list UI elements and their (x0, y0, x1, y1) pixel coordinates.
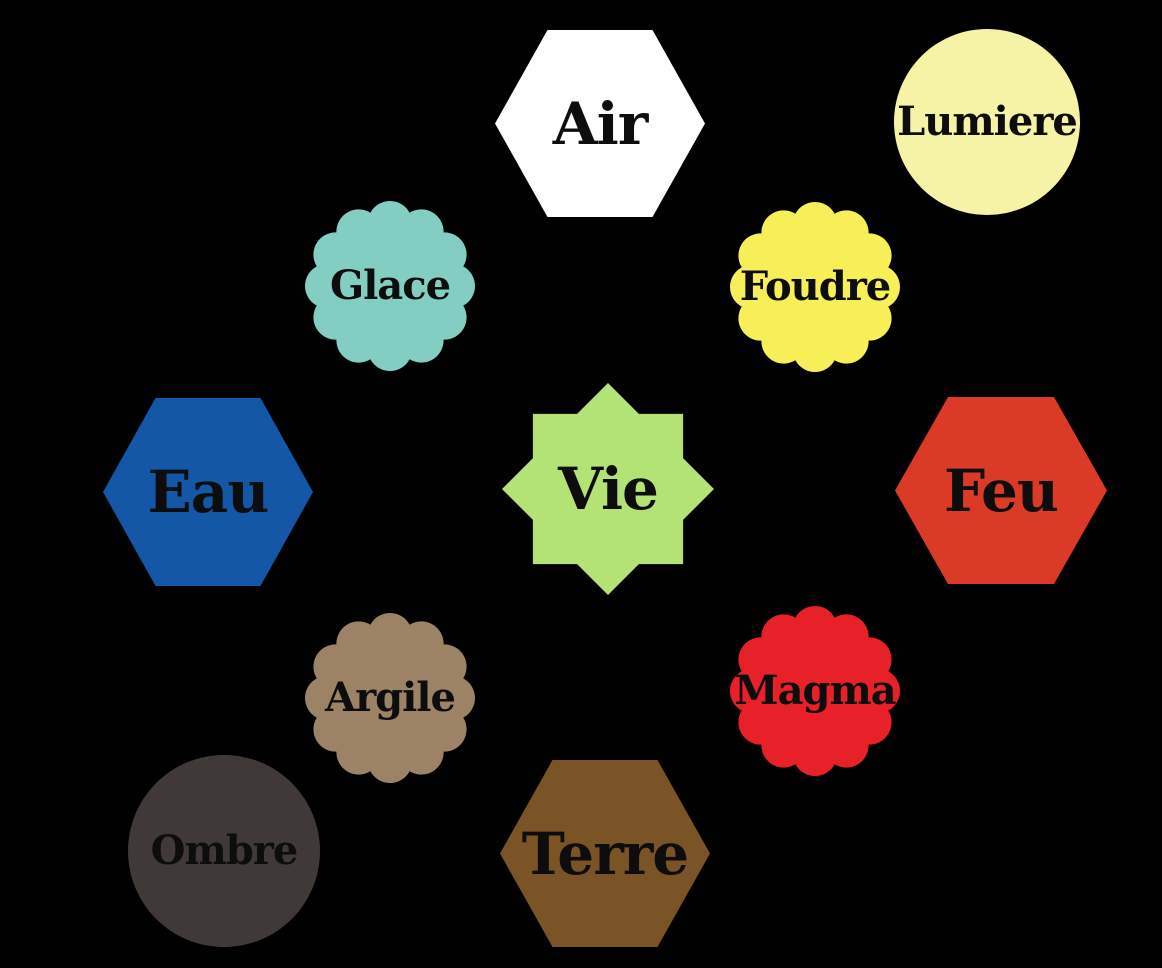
node-vie-label: Vie (558, 455, 659, 523)
node-feu-label: Feu (943, 456, 1059, 525)
eau-hexagon-shape (103, 398, 313, 586)
node-foudre-label: Foudre (739, 263, 891, 310)
ombre-circle-shape (128, 755, 320, 947)
node-ombre-label: Ombre (150, 827, 299, 874)
node-terre[interactable]: Terre (500, 760, 710, 947)
argile-scallop-shape (305, 613, 475, 783)
node-vie[interactable]: Vie (502, 383, 714, 595)
node-glace[interactable]: Glace (302, 198, 478, 374)
node-lumiere[interactable]: Lumiere (894, 29, 1080, 215)
feu-hexagon-shape (895, 397, 1107, 584)
node-eau-label: Eau (147, 458, 270, 526)
magma-scallop-shape (730, 606, 900, 776)
foudre-scallop-shape (730, 202, 900, 372)
node-air[interactable]: Air (495, 30, 705, 217)
lumiere-circle-shape (894, 29, 1080, 215)
node-eau[interactable]: Eau (103, 398, 313, 586)
node-ombre[interactable]: Ombre (128, 755, 320, 947)
node-lumiere-label: Lumiere (897, 98, 1078, 145)
air-hexagon-shape (495, 30, 705, 217)
node-feu[interactable]: Feu (895, 397, 1107, 584)
node-magma[interactable]: Magma (727, 603, 903, 779)
glace-scallop-shape (305, 201, 475, 371)
node-terre-label: Terre (521, 819, 689, 888)
node-magma-label: Magma (734, 667, 896, 714)
node-air-label: Air (552, 89, 649, 158)
node-argile[interactable]: Argile (302, 610, 478, 786)
vie-octagram-shape (502, 383, 714, 595)
terre-hexagon-shape (500, 760, 710, 947)
node-foudre[interactable]: Foudre (727, 199, 903, 375)
node-glace-label: Glace (329, 262, 451, 309)
node-argile-label: Argile (325, 674, 456, 721)
